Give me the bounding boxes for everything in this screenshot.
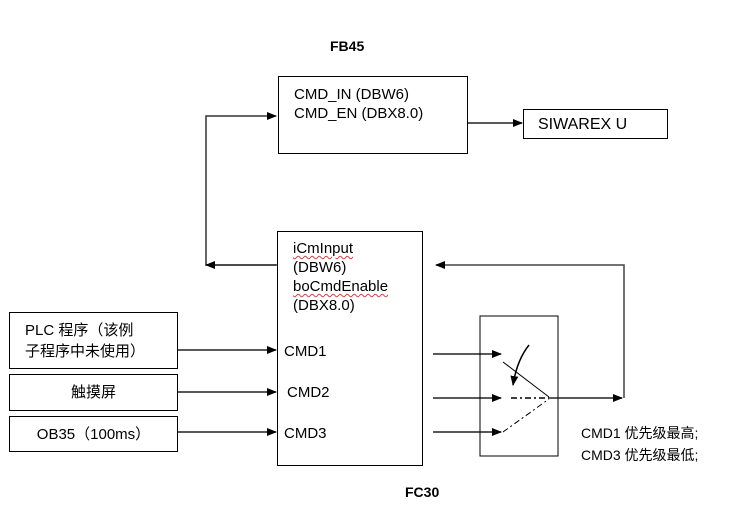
fb45-title: FB45 bbox=[330, 38, 365, 54]
fc30-input-cmd2: CMD2 bbox=[287, 384, 330, 401]
fc30-title: FC30 bbox=[405, 484, 440, 500]
selector-curve-arrow bbox=[510, 344, 530, 386]
fb45-cmd-en: CMD_EN (DBX8.0) bbox=[294, 105, 424, 122]
switch-contact-cmd1 bbox=[502, 361, 550, 398]
fb45-block: CMD_IN (DBW6) CMD_EN (DBX8.0) bbox=[278, 76, 468, 154]
feedback-line bbox=[435, 261, 625, 398]
fb45-cmd-in: CMD_IN (DBW6) bbox=[294, 86, 409, 103]
fc30-block: iCmInput (DBW6) boCmdEnable (DBX8.0) CMD… bbox=[277, 231, 423, 466]
source-plc-line2: 子程序中未使用） bbox=[25, 343, 146, 360]
fc30-output-bocmdenable: boCmdEnable bbox=[293, 278, 389, 295]
source-touchscreen-label: 触摸屏 bbox=[70, 384, 116, 401]
priority-note-cmd3: CMD3 优先级最低; bbox=[581, 447, 699, 463]
priority-switch-box bbox=[479, 315, 559, 457]
source-plc-program: PLC 程序（该例 子程序中未使用） bbox=[9, 312, 178, 369]
fc30-output-dbx8: (DBX8.0) bbox=[293, 297, 355, 314]
source-ob35-label: OB35（100ms） bbox=[36, 426, 151, 443]
source-ob35: OB35（100ms） bbox=[9, 416, 178, 452]
source-plc-line1: PLC 程序（该例 bbox=[25, 322, 134, 339]
switch-contact-cmd3 bbox=[502, 398, 550, 433]
siwarex-label: SIWAREX U bbox=[538, 116, 628, 133]
arrow-fc30-to-fb45 bbox=[205, 112, 277, 266]
siwarex-block: SIWAREX U bbox=[523, 109, 668, 139]
fc30-input-cmd1: CMD1 bbox=[284, 343, 327, 360]
priority-note-cmd1: CMD1 优先级最高; bbox=[581, 425, 699, 441]
fc30-output-dbw6: (DBW6) bbox=[293, 259, 347, 276]
source-touchscreen: 触摸屏 bbox=[9, 374, 178, 411]
fc30-output-icminput: iCmInput bbox=[293, 240, 354, 257]
fc30-input-cmd3: CMD3 bbox=[284, 425, 327, 442]
